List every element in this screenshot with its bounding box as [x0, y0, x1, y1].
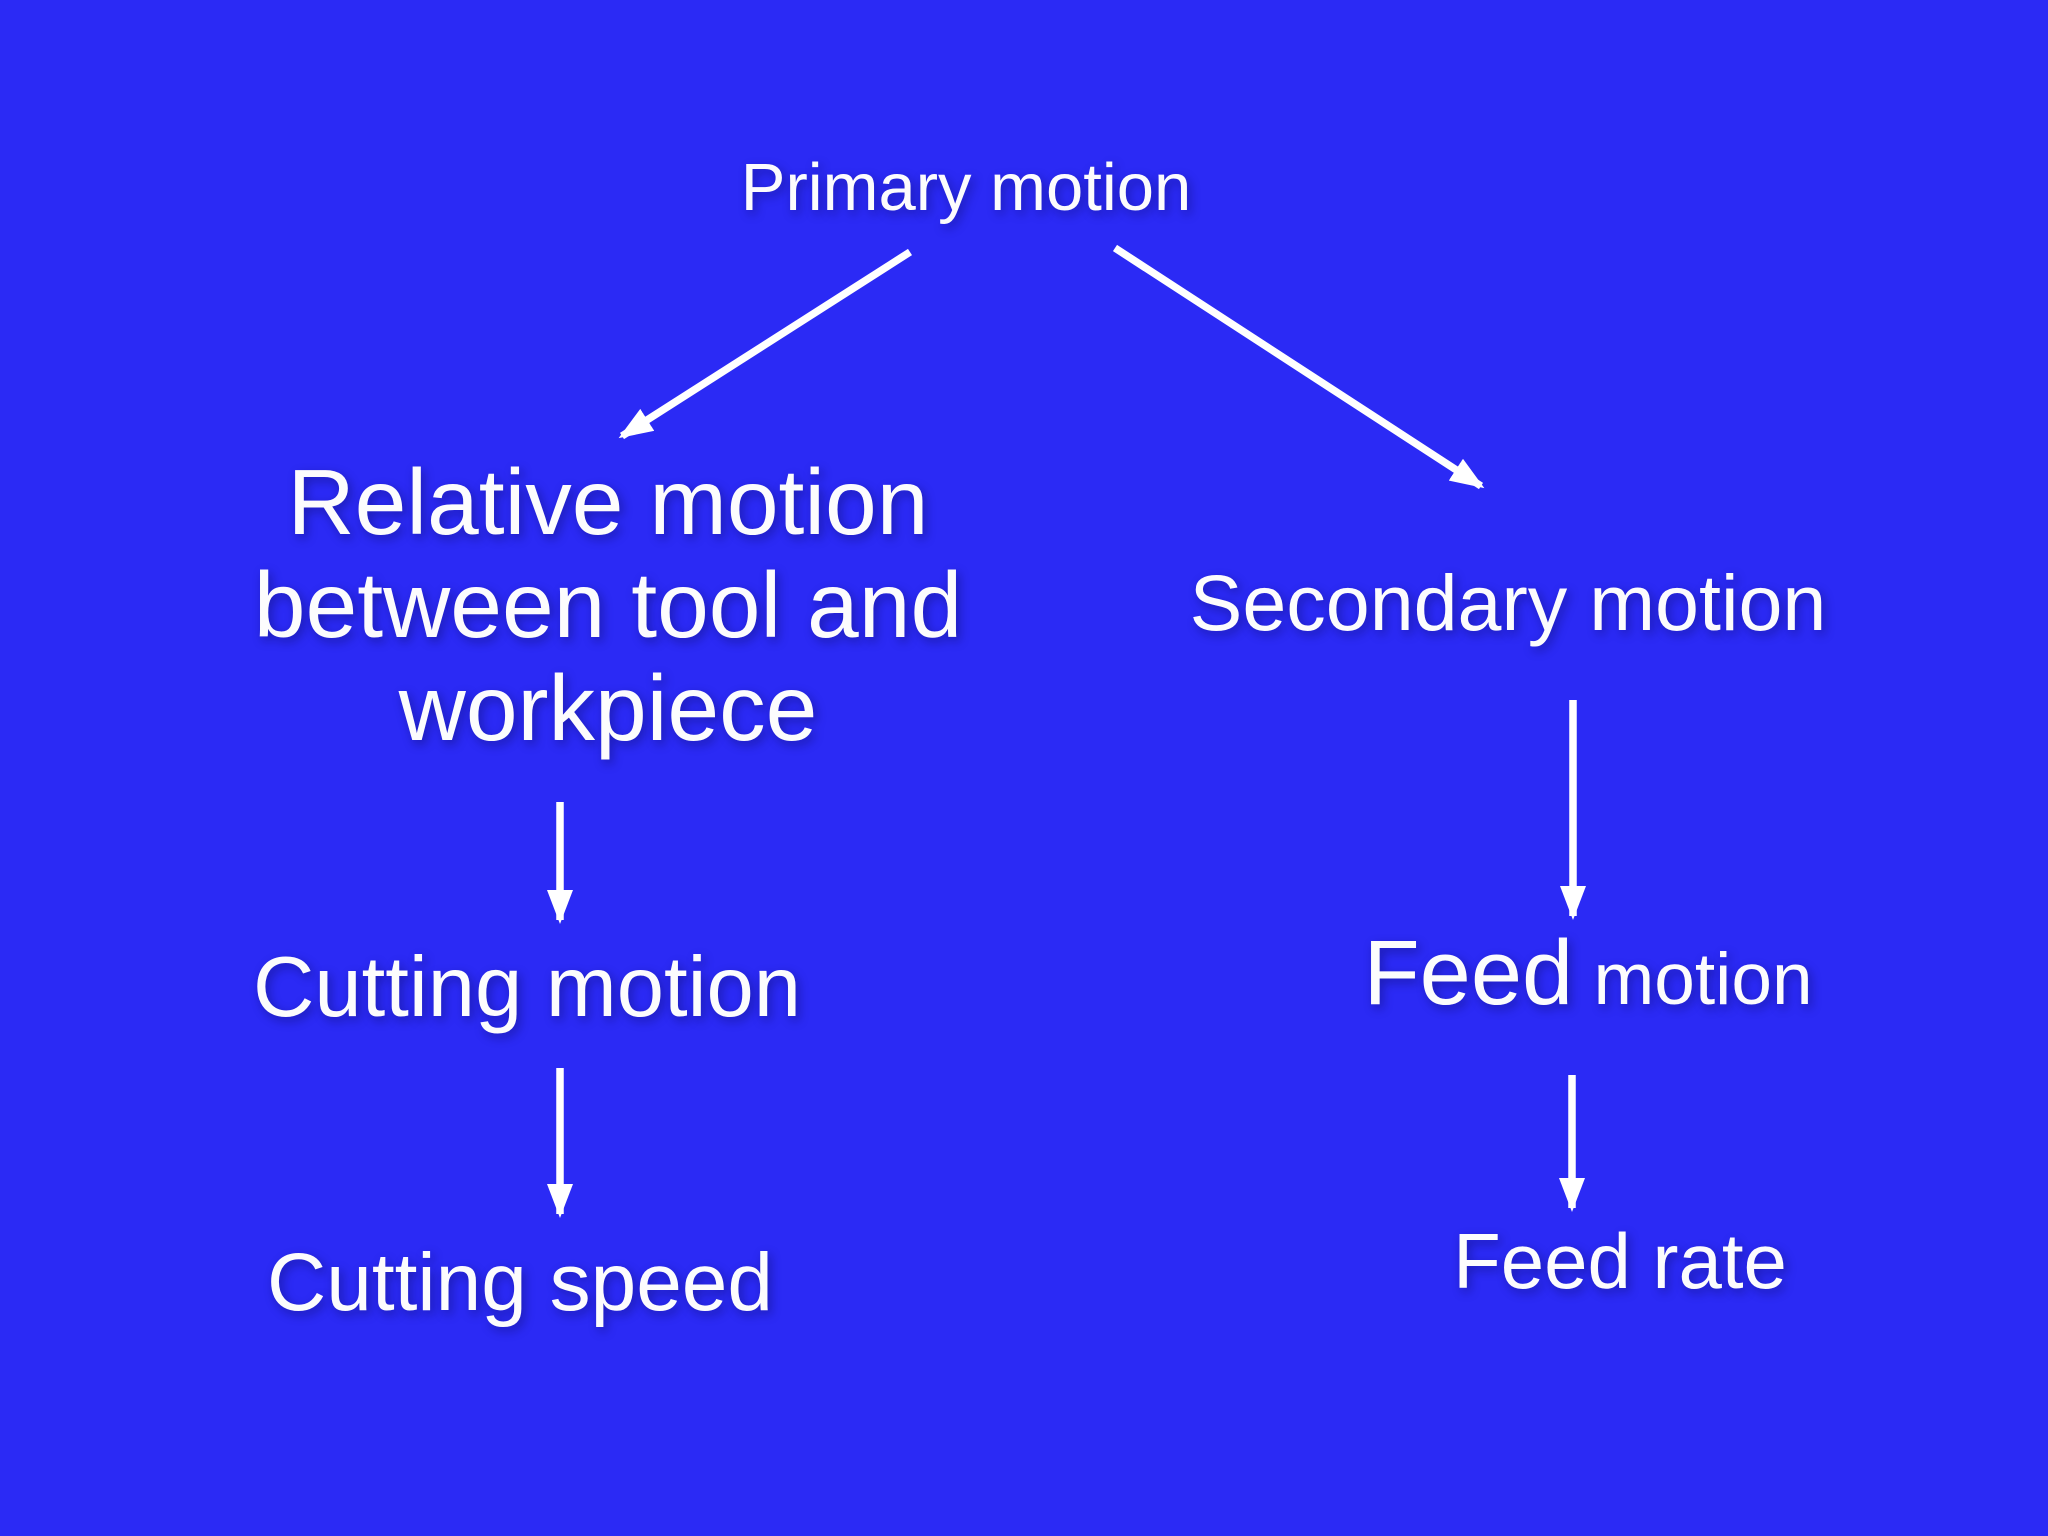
node-primary-motion: Primary motion — [740, 150, 1192, 225]
arrow-primary-to-relative — [618, 248, 913, 440]
node-feed-rate: Feed rate — [1453, 1217, 1787, 1305]
arrow-primary-to-secondary — [1112, 244, 1485, 490]
relative-motion-line-3: workpiece — [398, 656, 818, 760]
node-cutting-speed: Cutting speed — [266, 1237, 774, 1328]
node-relative-motion: Relative motion between tool and workpie… — [254, 451, 962, 760]
feed-motion-word-feed: Feed — [1363, 922, 1574, 1024]
node-cutting-motion: Cutting motion — [252, 940, 802, 1035]
relative-motion-line-2: between tool and — [253, 553, 963, 657]
node-secondary-motion: Secondary motion — [1189, 558, 1827, 647]
node-feed-motion: Feed motion — [1363, 927, 1812, 1026]
relative-motion-line-1: Relative motion — [287, 450, 929, 554]
feed-motion-word-motion: motion — [1573, 939, 1813, 1020]
